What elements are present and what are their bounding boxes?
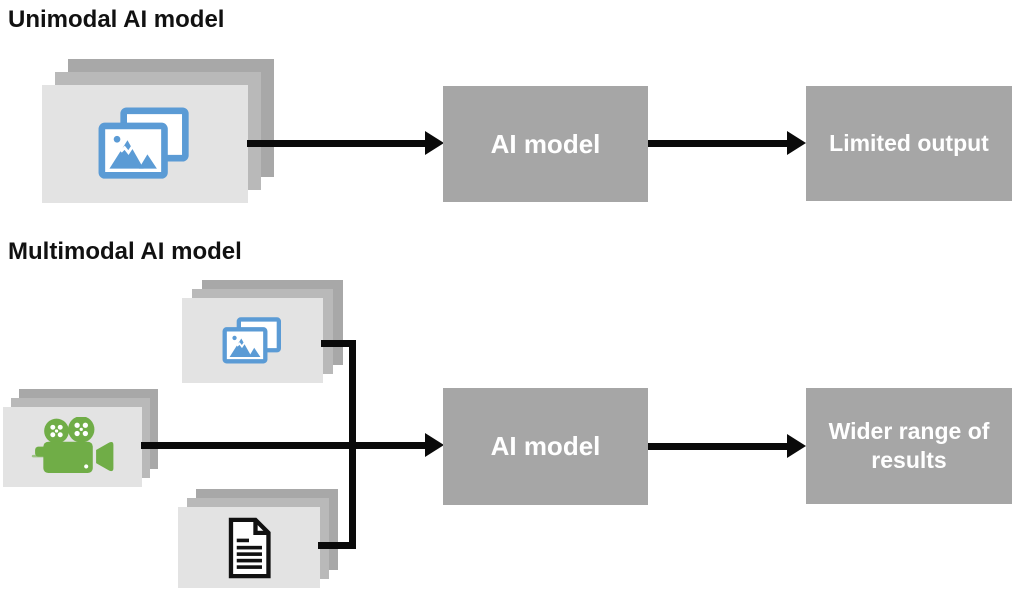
multimodal-title: Multimodal AI model	[8, 238, 242, 265]
photos-icon	[98, 107, 189, 179]
unimodal-ai-model-box: AI model	[443, 86, 648, 202]
stack-card-front	[178, 507, 320, 588]
multimodal-output-label: Wider range of results	[828, 418, 990, 473]
unimodal-output-box: Limited output	[806, 86, 1012, 201]
multimodal-output-box: Wider range of results	[806, 388, 1012, 504]
unimodal-ai-model-label: AI model	[490, 128, 601, 159]
stack-card-front	[3, 407, 142, 487]
video-camera-icon	[31, 416, 113, 473]
stack-card-front	[182, 298, 323, 383]
unimodal-output-label: Limited output	[829, 130, 989, 157]
multimodal-ai-model-label: AI model	[490, 431, 601, 462]
stack-card-front	[42, 85, 248, 203]
multimodal-ai-model-box: AI model	[443, 388, 648, 505]
unimodal-title: Unimodal AI model	[8, 6, 225, 33]
document-icon	[228, 517, 271, 578]
photos-icon	[222, 316, 281, 363]
